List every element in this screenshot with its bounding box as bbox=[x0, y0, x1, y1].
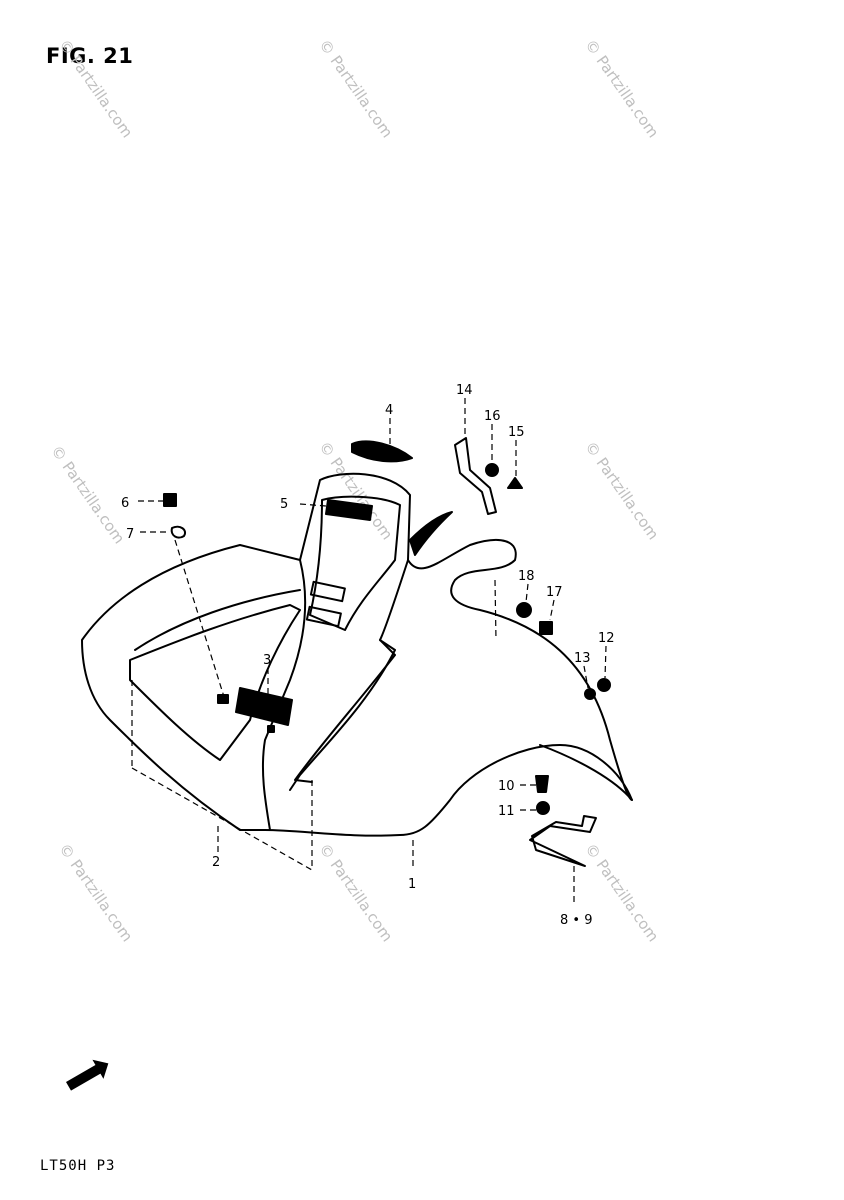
callout-8-9: 8 • 9 bbox=[560, 913, 592, 928]
callout-12: 12 bbox=[598, 631, 615, 646]
callout-4: 4 bbox=[385, 403, 393, 418]
upper-bracket bbox=[454, 437, 497, 515]
leader-line bbox=[131, 767, 313, 871]
clip-7 bbox=[170, 525, 186, 539]
leader-line bbox=[583, 665, 589, 689]
leader-line bbox=[549, 599, 555, 621]
bolt-10 bbox=[535, 775, 549, 793]
rear-step-left bbox=[134, 589, 301, 651]
decal-3-small bbox=[217, 694, 229, 704]
nut-13 bbox=[584, 688, 596, 700]
center-tunnel-right bbox=[289, 559, 409, 791]
fender-tail bbox=[539, 744, 633, 801]
center-tunnel bbox=[261, 559, 307, 831]
callout-1: 1 bbox=[408, 877, 416, 892]
callout-13: 13 bbox=[574, 651, 591, 666]
front-direction-arrow-icon bbox=[66, 1059, 109, 1091]
fender-fin-left bbox=[409, 511, 453, 556]
callout-2: 2 bbox=[212, 855, 220, 870]
callout-6: 6 bbox=[121, 496, 129, 511]
callout-14: 14 bbox=[456, 383, 473, 398]
callout-5: 5 bbox=[280, 497, 288, 512]
callout-10: 10 bbox=[498, 779, 515, 794]
leader-line bbox=[494, 579, 497, 641]
rear-step-right bbox=[294, 639, 396, 783]
callout-17: 17 bbox=[546, 585, 563, 600]
leader-line bbox=[299, 503, 327, 507]
nut-16 bbox=[485, 463, 499, 477]
console-panel bbox=[309, 495, 401, 631]
leader-line bbox=[174, 539, 226, 701]
leader-line bbox=[604, 645, 607, 679]
washer-18 bbox=[516, 602, 532, 618]
console-slot-lower bbox=[305, 605, 342, 628]
rear-fender-outline bbox=[81, 472, 633, 837]
console-slot-upper bbox=[309, 580, 346, 603]
fender-inner-well bbox=[129, 604, 301, 761]
callout-16: 16 bbox=[484, 409, 501, 424]
nut-11 bbox=[536, 801, 550, 815]
decal-3-dot bbox=[267, 725, 275, 733]
callout-15: 15 bbox=[508, 425, 525, 440]
seat-pad-part bbox=[351, 440, 413, 463]
screw-6 bbox=[163, 493, 177, 507]
decal-5 bbox=[325, 499, 373, 521]
bolt-15 bbox=[507, 477, 523, 489]
figure-title: FIG. 21 bbox=[46, 44, 134, 68]
callout-7: 7 bbox=[126, 527, 134, 542]
bolt-17 bbox=[539, 621, 553, 635]
washer-12 bbox=[597, 678, 611, 692]
decal-3 bbox=[235, 687, 293, 726]
callout-11: 11 bbox=[498, 804, 515, 819]
page-code: LT50H P3 bbox=[40, 1158, 116, 1174]
callout-18: 18 bbox=[518, 569, 535, 584]
callout-3: 3 bbox=[263, 653, 271, 668]
leader-line bbox=[525, 583, 529, 603]
lower-bracket bbox=[529, 815, 597, 867]
